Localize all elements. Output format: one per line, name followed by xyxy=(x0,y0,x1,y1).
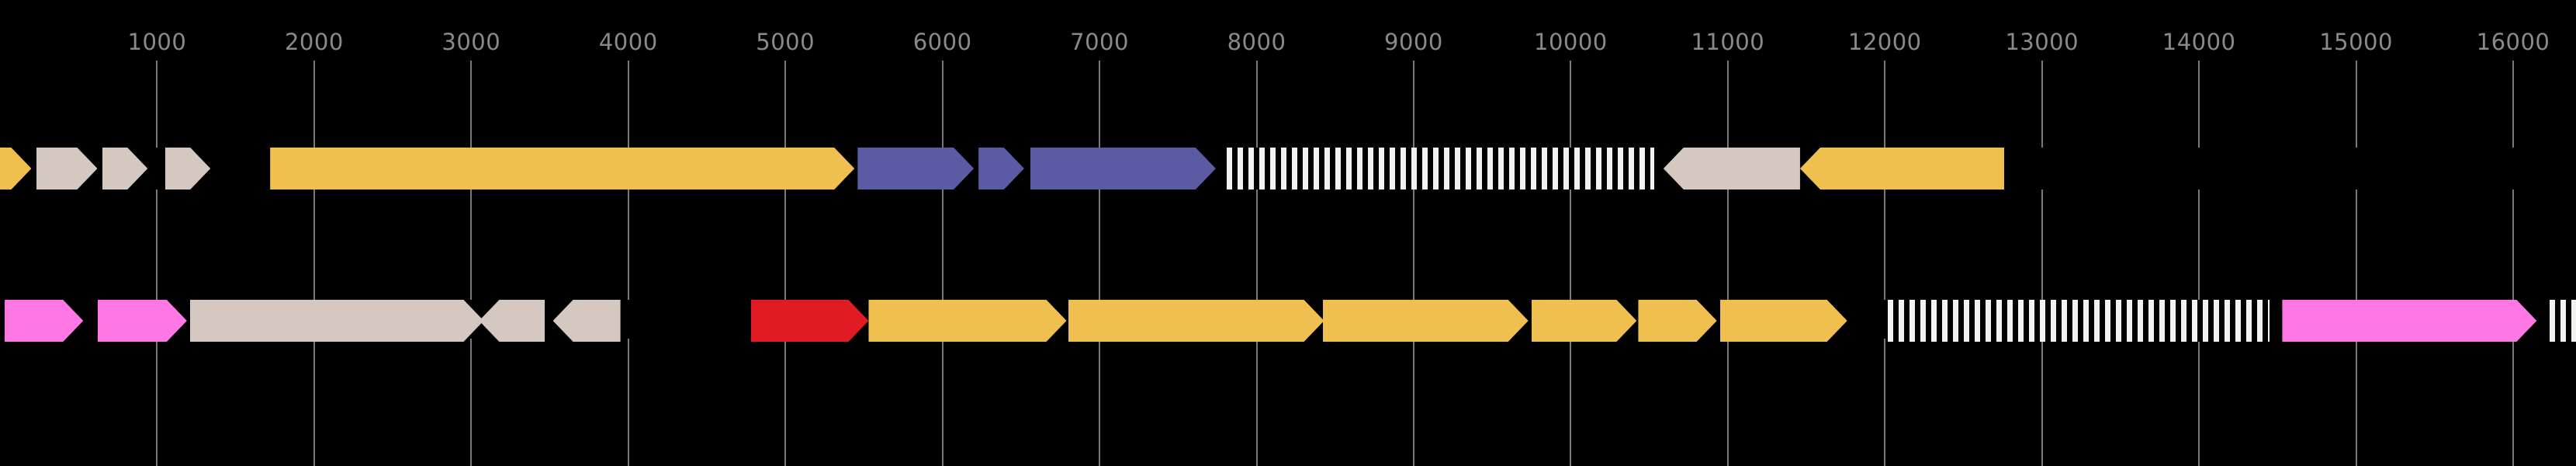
gene-feature[interactable] xyxy=(1323,300,1529,342)
axis-tick-label: 10000 xyxy=(1533,29,1608,55)
axis-gridline xyxy=(156,190,158,300)
axis-gridline xyxy=(1570,339,1572,466)
axis-tick-label: 3000 xyxy=(441,29,501,55)
gene-track-upper xyxy=(0,148,2576,190)
axis-gridline xyxy=(1255,190,1258,300)
gene-feature[interactable] xyxy=(1068,300,1324,342)
axis-gridline xyxy=(1884,190,1886,300)
axis-gridline xyxy=(2512,339,2515,466)
axis-gridline xyxy=(784,190,787,300)
axis-tick-label: 11000 xyxy=(1691,29,1765,55)
gene-feature[interactable] xyxy=(751,300,869,342)
gene-feature[interactable] xyxy=(552,300,621,342)
axis-gridline xyxy=(1412,190,1414,300)
gene-feature[interactable] xyxy=(1888,300,2270,342)
axis-tick-label: 14000 xyxy=(2162,29,2236,55)
axis-gridline xyxy=(2355,339,2357,466)
axis-gridline xyxy=(1255,61,1258,148)
axis-tick-label: 5000 xyxy=(756,29,815,55)
axis-gridline xyxy=(627,190,629,300)
axis-gridline xyxy=(156,339,158,466)
axis-gridline xyxy=(1570,61,1572,148)
axis-gridline xyxy=(627,61,629,148)
axis-gridline xyxy=(2041,61,2043,148)
axis-gridline xyxy=(941,61,943,148)
axis-tick-label: 12000 xyxy=(1847,29,1922,55)
axis-gridline xyxy=(2512,190,2515,300)
gene-feature[interactable] xyxy=(2549,300,2576,342)
axis-tick-label: 13000 xyxy=(2005,29,2079,55)
gene-feature[interactable] xyxy=(98,300,187,342)
gene-feature[interactable] xyxy=(1227,148,1654,190)
axis-gridline xyxy=(784,339,787,466)
axis-gridline xyxy=(1412,339,1414,466)
axis-tick-label: 16000 xyxy=(2476,29,2550,55)
gene-feature[interactable] xyxy=(868,300,1066,342)
gene-feature[interactable] xyxy=(102,148,148,190)
axis-gridline xyxy=(1412,61,1414,148)
gene-feature[interactable] xyxy=(1030,148,1216,190)
axis-gridline xyxy=(2355,61,2357,148)
axis-gridline xyxy=(313,190,315,300)
gene-feature[interactable] xyxy=(0,148,31,190)
axis-gridline xyxy=(784,61,787,148)
gene-feature[interactable] xyxy=(1720,300,1847,342)
axis-gridline xyxy=(2041,339,2043,466)
axis-gridline xyxy=(470,339,473,466)
gene-feature[interactable] xyxy=(479,300,545,342)
gene-feature[interactable] xyxy=(978,148,1024,190)
axis-gridline xyxy=(156,61,158,148)
axis-gridline xyxy=(941,339,943,466)
axis-gridline xyxy=(1099,190,1101,300)
axis-gridline xyxy=(1099,61,1101,148)
axis-gridline xyxy=(470,61,473,148)
axis-tick-label: 15000 xyxy=(2319,29,2393,55)
axis-gridline xyxy=(1726,339,1729,466)
gene-feature[interactable] xyxy=(36,148,98,190)
gene-feature[interactable] xyxy=(190,300,484,342)
axis-gridline xyxy=(627,339,629,466)
axis-gridline xyxy=(313,339,315,466)
gene-feature[interactable] xyxy=(1663,148,1800,190)
axis-tick-label: 2000 xyxy=(284,29,344,55)
gene-feature[interactable] xyxy=(857,148,974,190)
gene-feature[interactable] xyxy=(2282,300,2536,342)
axis-gridline xyxy=(470,190,473,300)
gene-feature[interactable] xyxy=(5,300,83,342)
gene-feature[interactable] xyxy=(1799,148,2005,190)
axis-gridline xyxy=(2198,61,2200,148)
axis-tick-label: 1000 xyxy=(127,29,187,55)
axis-gridline xyxy=(941,190,943,300)
axis-gridline xyxy=(1726,61,1729,148)
axis-tick-label: 8000 xyxy=(1227,29,1286,55)
axis-gridline xyxy=(1099,339,1101,466)
axis-gridline xyxy=(1255,339,1258,466)
axis-gridline xyxy=(2512,61,2515,148)
gene-feature[interactable] xyxy=(165,148,211,190)
axis-gridline xyxy=(1884,61,1886,148)
axis-gridline xyxy=(1884,339,1886,466)
axis-tick-label: 4000 xyxy=(598,29,658,55)
axis-tick-label: 9000 xyxy=(1384,29,1443,55)
axis-gridline xyxy=(2355,190,2357,300)
axis-gridline xyxy=(2198,190,2200,300)
axis-gridline xyxy=(313,61,315,148)
gene-track-lower xyxy=(0,300,2576,342)
gene-feature[interactable] xyxy=(1532,300,1637,342)
axis-gridline xyxy=(1726,190,1729,300)
axis-tick-label: 6000 xyxy=(912,29,972,55)
axis-gridline xyxy=(1570,190,1572,300)
gene-feature[interactable] xyxy=(270,148,854,190)
axis-gridline xyxy=(2041,190,2043,300)
axis-tick-label: 7000 xyxy=(1070,29,1129,55)
axis-gridline xyxy=(2198,339,2200,466)
gene-feature[interactable] xyxy=(1638,300,1716,342)
